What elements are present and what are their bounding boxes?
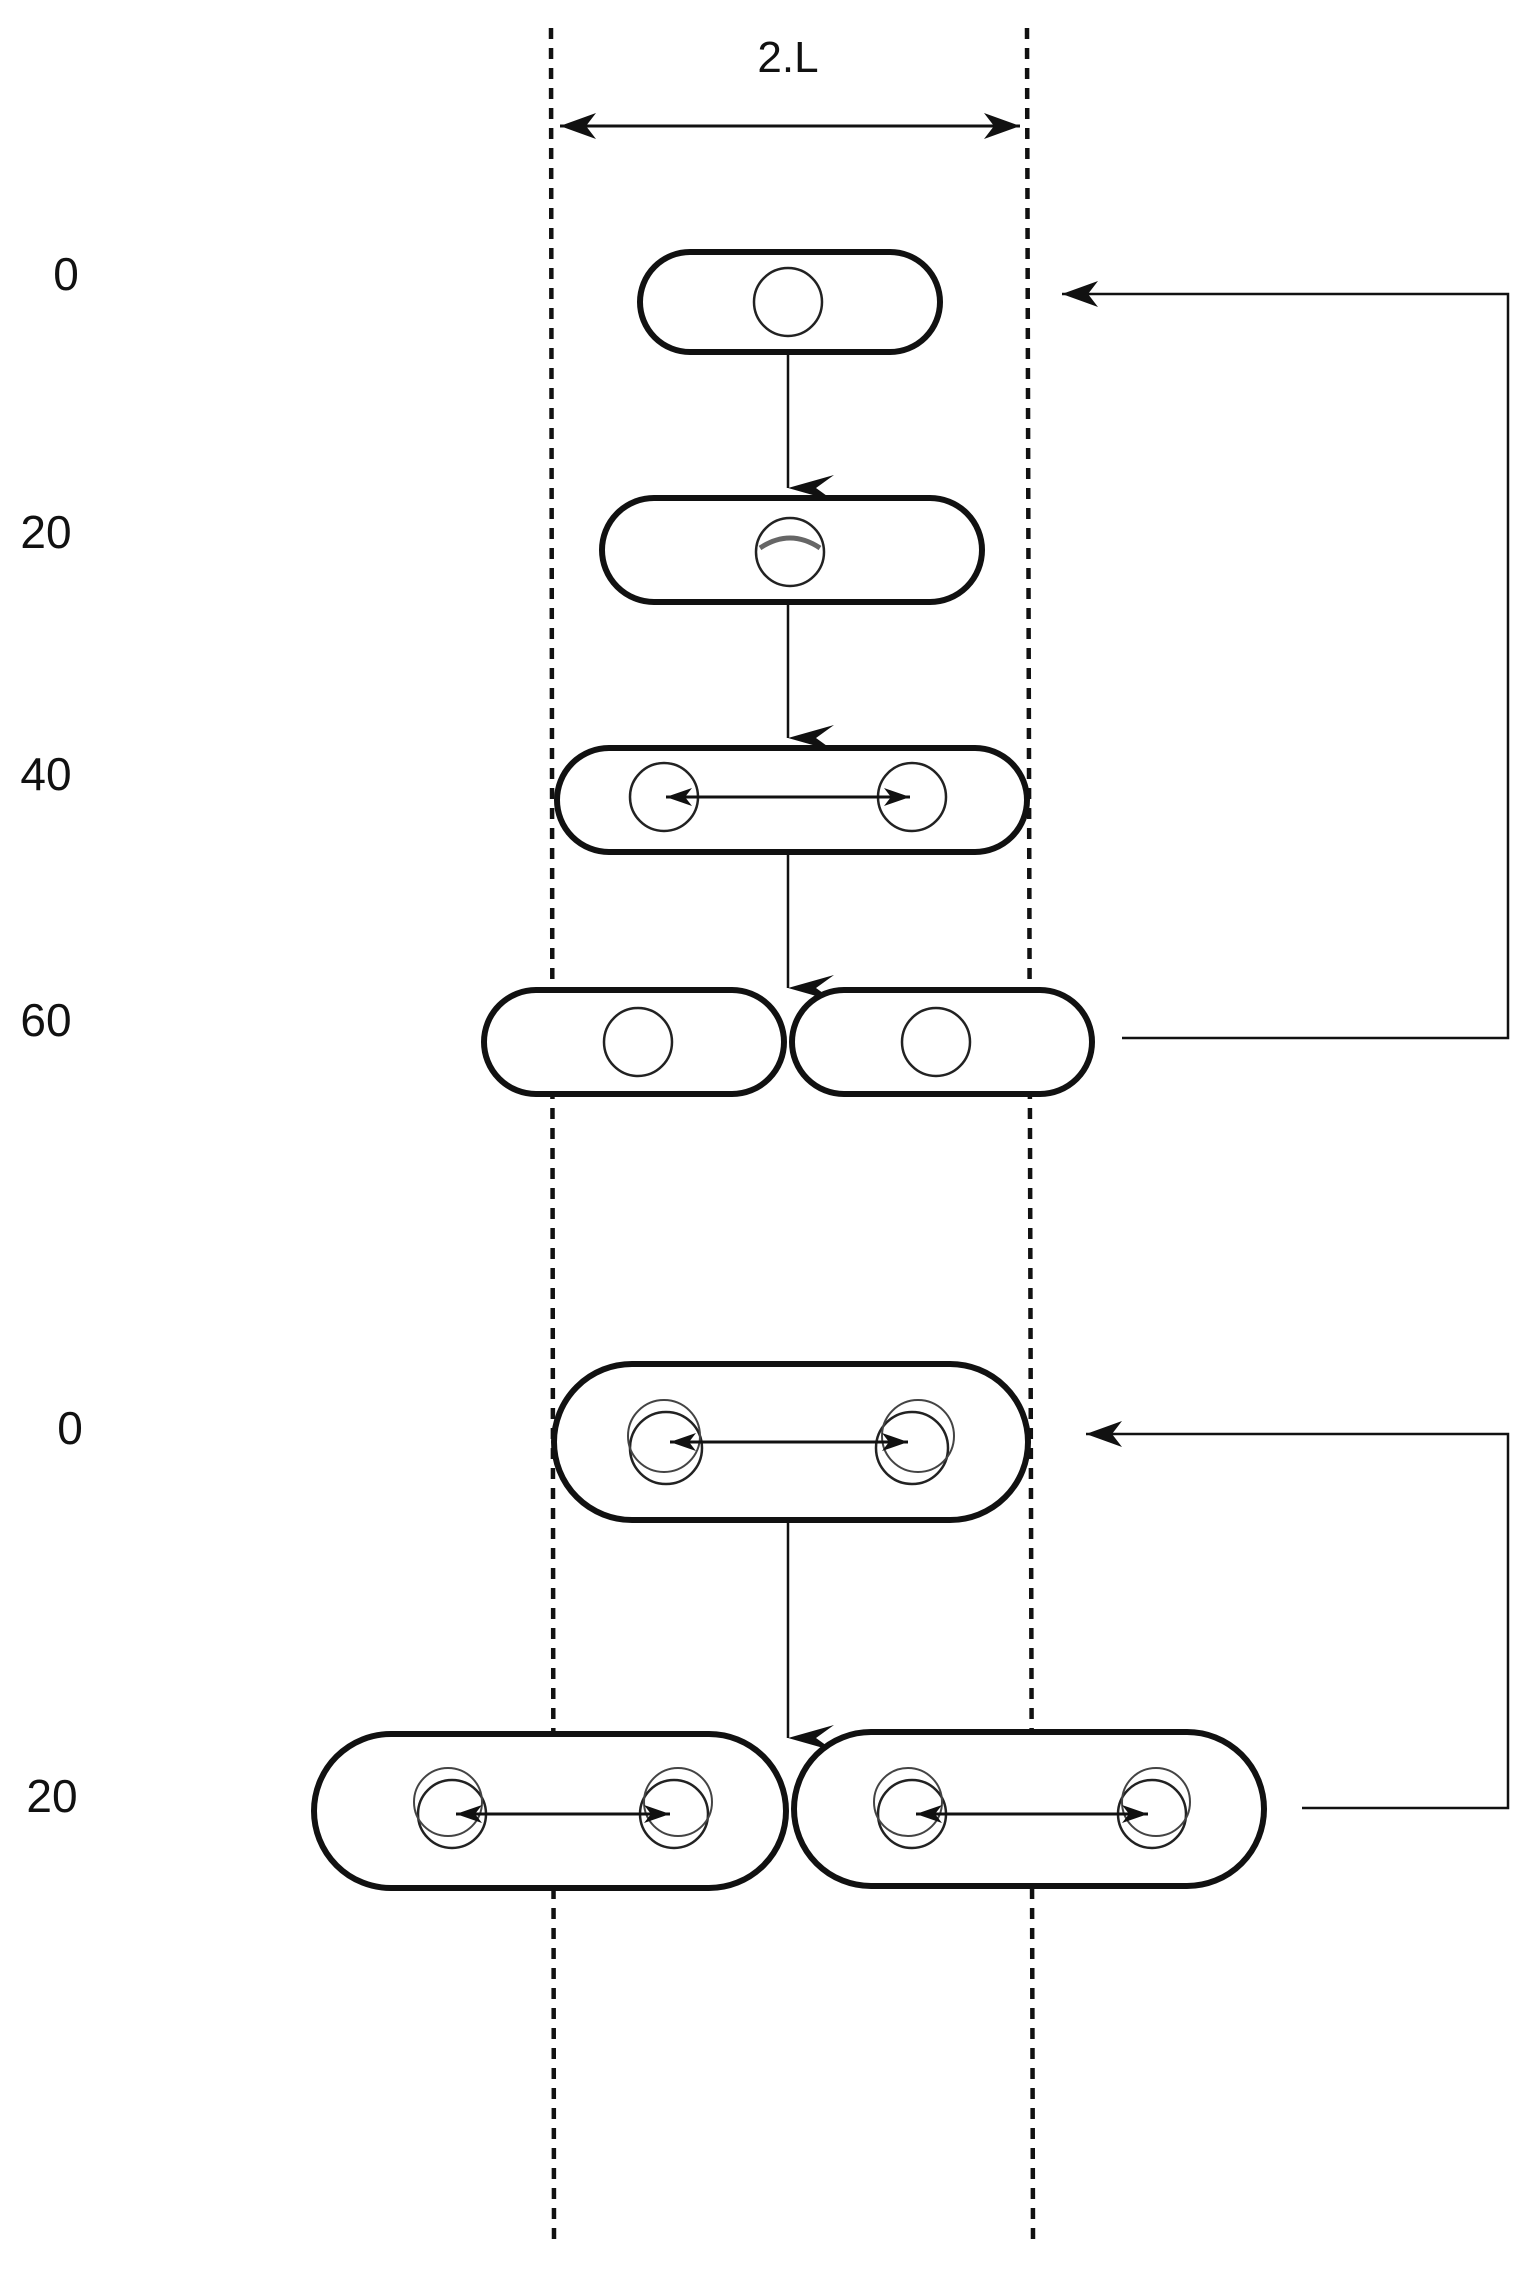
nucleus-division-mark xyxy=(758,535,822,551)
time-label-bottom-1: 0 xyxy=(57,1402,83,1454)
daughter-cell-right xyxy=(791,1729,1267,1889)
nucleus xyxy=(754,516,826,588)
nucleus xyxy=(628,1410,704,1486)
daughter-cell-left xyxy=(311,1731,789,1891)
nucleus xyxy=(874,1410,950,1486)
nucleus-overlap xyxy=(643,1767,713,1837)
nucleus-overlap xyxy=(873,1767,943,1837)
cycle-return-arrow xyxy=(1086,1421,1510,1810)
time-label-bottom-2: 20 xyxy=(26,1770,77,1822)
nucleus xyxy=(900,1006,972,1078)
time-label-top-3: 40 xyxy=(20,748,71,800)
cell-top-stage-3 xyxy=(554,745,1030,855)
time-label-top-2: 20 xyxy=(20,506,71,558)
nucleus-overlap xyxy=(1121,1767,1191,1837)
guide-line-right xyxy=(1024,27,1036,2241)
time-label-top-1: 0 xyxy=(53,248,79,300)
guide-line-left xyxy=(548,27,557,2241)
cycle-return-arrow xyxy=(1062,281,1510,1040)
time-label-top-4: 60 xyxy=(20,994,71,1046)
nucleus-overlap xyxy=(413,1767,483,1837)
nucleus xyxy=(602,1006,674,1078)
nucleus xyxy=(752,266,824,338)
dimension-label: 2.L xyxy=(757,33,818,82)
